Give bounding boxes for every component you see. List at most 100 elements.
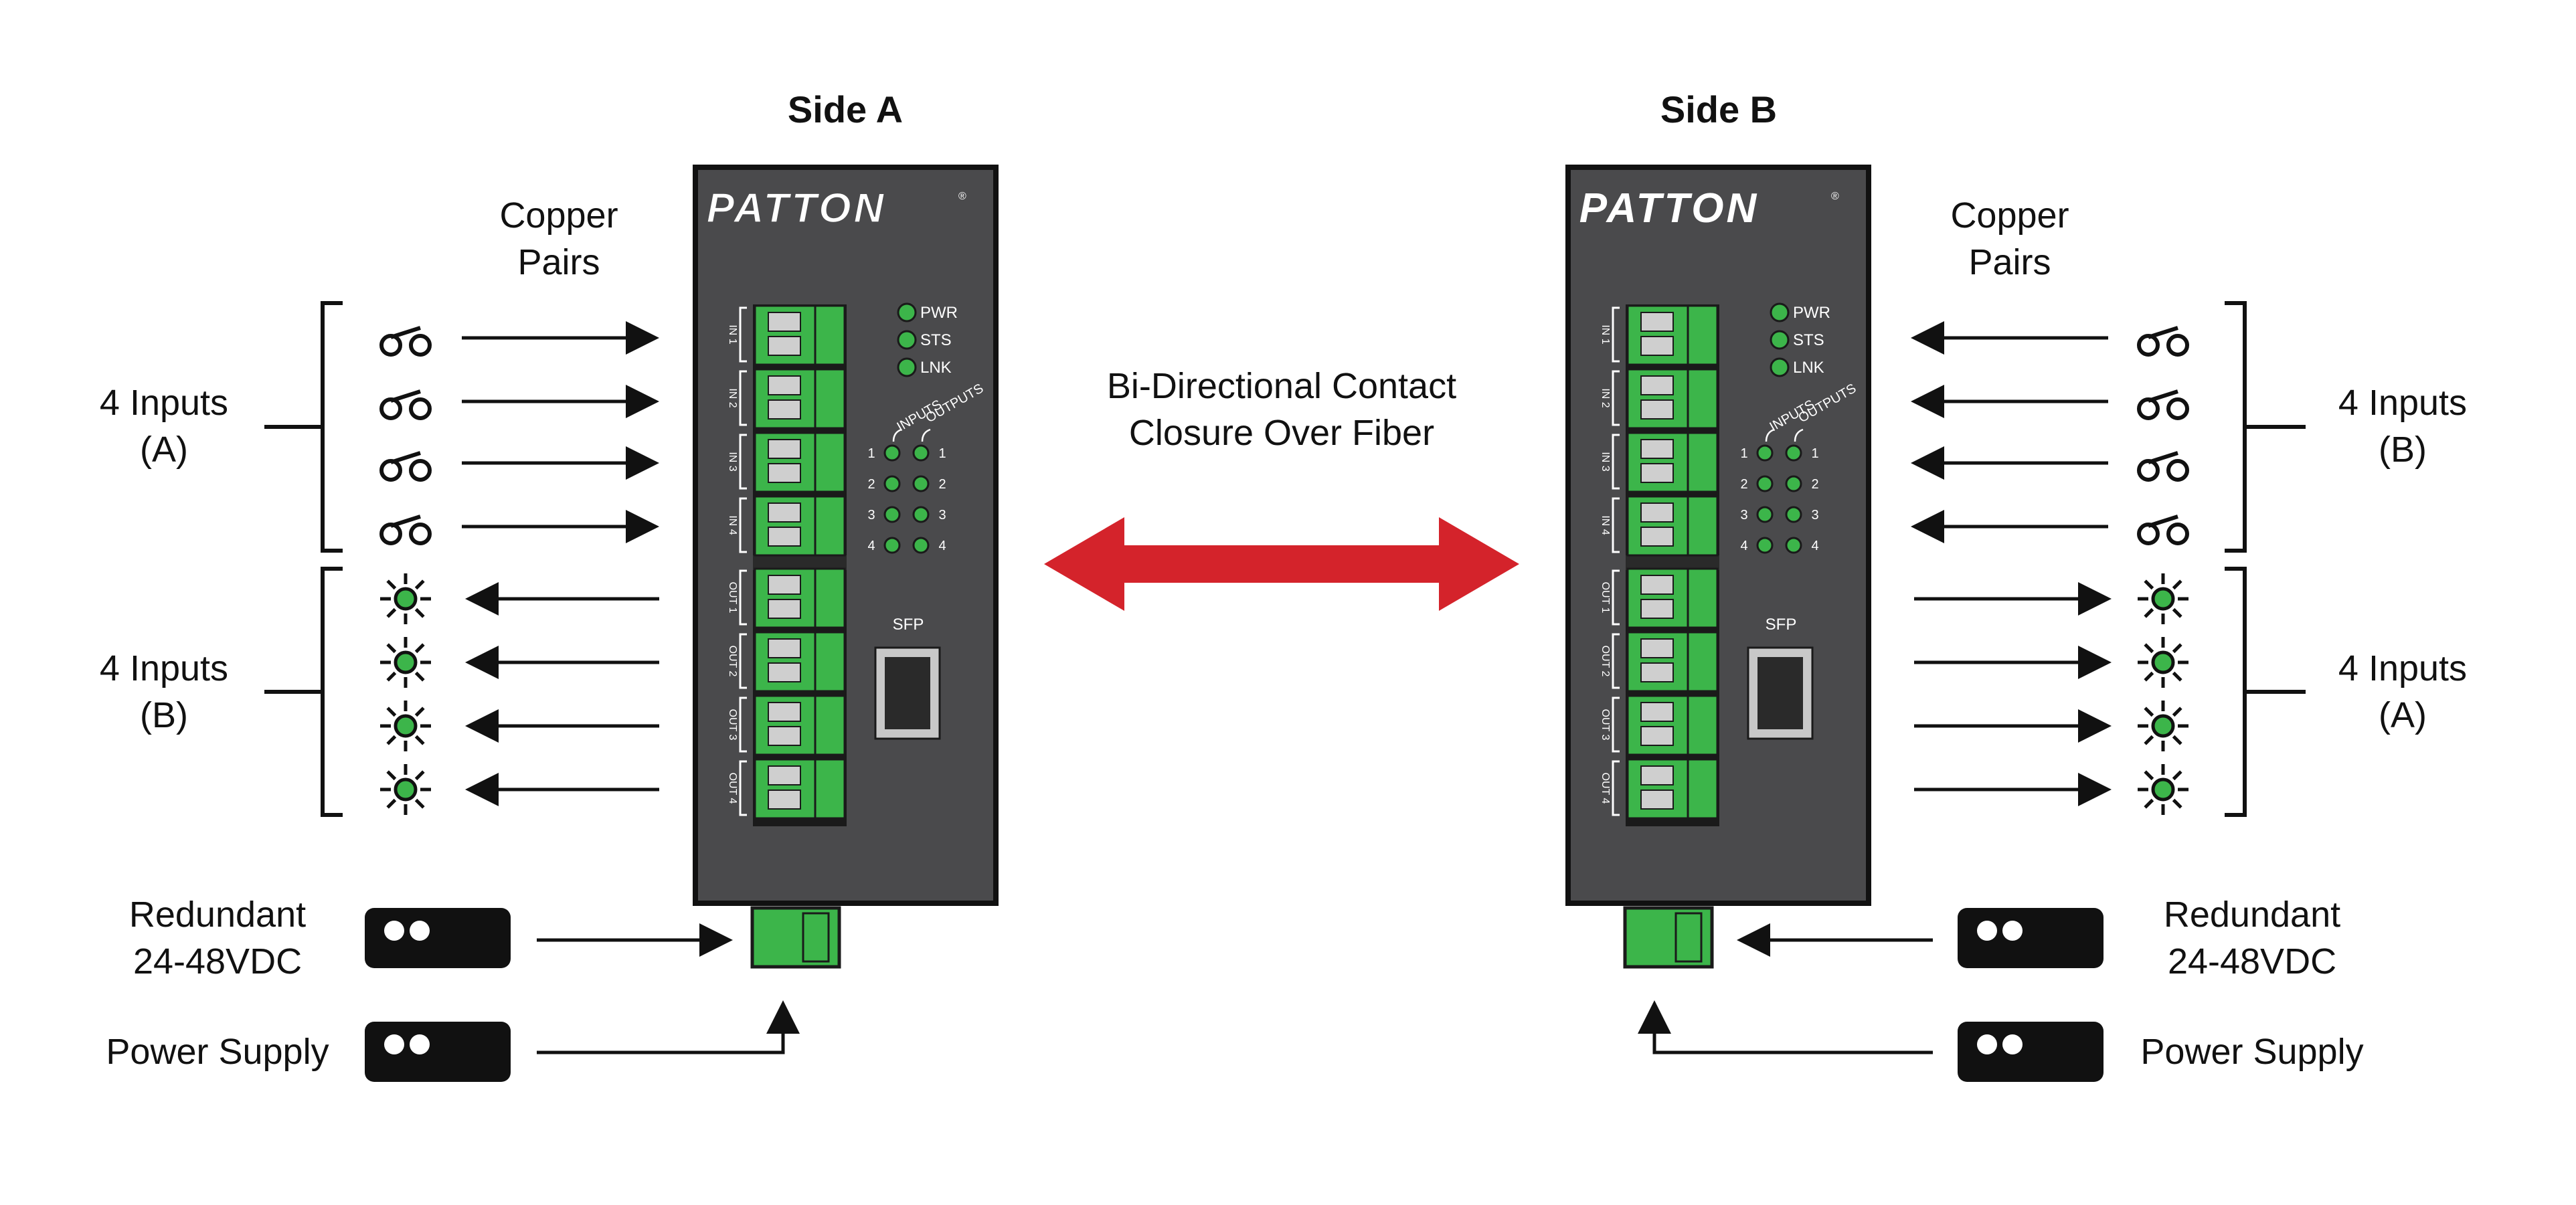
lamp-ray — [386, 707, 397, 717]
indicator-lamp-icon — [380, 701, 431, 751]
terminal-divider — [753, 555, 847, 570]
terminal-screw — [768, 312, 801, 332]
io-number-right: 3 — [938, 508, 946, 523]
terminal-lever — [1687, 694, 1719, 756]
side-a-copper-label-line2: Pairs — [517, 242, 600, 282]
lamp-ray — [386, 671, 397, 682]
side-a-title: Side A — [788, 88, 903, 130]
side-a-redundant-label-line2: 24-48VDC — [133, 941, 302, 982]
signal-arrow — [1638, 1000, 1933, 1054]
lamp-bulb — [2151, 587, 2175, 611]
lamp-ray — [2144, 707, 2154, 717]
terminal-lever — [1687, 368, 1719, 430]
input-led-3 — [1756, 506, 1774, 523]
terminal-screw — [1640, 439, 1674, 459]
terminal-screw — [1640, 575, 1674, 595]
terminal-screw — [1640, 599, 1674, 619]
led-pwr — [1770, 302, 1790, 322]
power-supply-icon — [365, 908, 511, 968]
terminal-bracket — [739, 370, 747, 426]
brand-logo: PATTON — [707, 185, 887, 231]
lamp-bulb — [394, 650, 418, 674]
terminal-lever — [814, 368, 846, 430]
side-a-redundant-label-line1: Redundant — [129, 895, 306, 935]
contact-switch-icon — [379, 451, 432, 482]
terminal-label: IN 3 — [1600, 452, 1611, 471]
lamp-bulb — [2151, 777, 2175, 802]
lamp-ray — [2172, 608, 2182, 618]
terminal-screw — [1640, 662, 1674, 682]
output-led-4 — [1785, 537, 1802, 554]
side-b-copper-label-line2: Pairs — [1968, 242, 2051, 282]
terminal-label: OUT 4 — [1600, 773, 1611, 804]
io-number-right: 1 — [1811, 446, 1818, 461]
switch-contact — [2166, 334, 2189, 357]
io-number-left: 4 — [867, 539, 875, 553]
terminal-label: OUT 1 — [727, 582, 738, 614]
terminal-lever — [814, 631, 846, 692]
output-led-2 — [1785, 475, 1802, 492]
switch-lever — [2148, 515, 2178, 528]
terminal-screw — [768, 599, 801, 619]
indicator-lamp-icon — [2138, 764, 2188, 815]
terminal-screw — [768, 463, 801, 483]
terminal-screw — [1640, 726, 1674, 746]
lamp-ray — [386, 608, 397, 618]
terminal-lever — [814, 495, 846, 557]
output-led-2 — [912, 475, 930, 492]
terminal-screw — [768, 726, 801, 746]
terminal-bracket — [1612, 569, 1620, 626]
terminal-label: OUT 3 — [1600, 709, 1611, 741]
terminal-screw — [768, 662, 801, 682]
input-led-4 — [1756, 537, 1774, 554]
lamp-ray — [2144, 798, 2154, 809]
side-a-power-connector — [750, 906, 841, 969]
registered-mark: ® — [958, 191, 966, 202]
indicator-lamp-icon — [380, 764, 431, 815]
lamp-bulb — [2151, 714, 2175, 738]
side-a-input-bracket — [264, 301, 343, 553]
terminal-bracket — [739, 697, 747, 753]
contact-switch-icon — [379, 326, 432, 357]
terminal-screw — [768, 336, 801, 356]
terminal-lever — [1687, 304, 1719, 366]
side-b-copper-label-line1: Copper — [1950, 195, 2069, 236]
terminal-label: OUT 2 — [1600, 646, 1611, 677]
io-number-left: 1 — [867, 446, 875, 461]
psu-terminal — [2002, 921, 2023, 941]
switch-contact — [409, 334, 432, 357]
psu-terminal — [410, 1034, 430, 1054]
side-b-output-bracket — [2225, 567, 2306, 817]
io-number-right: 3 — [1811, 508, 1818, 523]
terminal-screw — [768, 702, 801, 722]
indicator-lamp-icon — [380, 573, 431, 624]
input-led-1 — [1756, 444, 1774, 462]
lamp-ray — [414, 671, 425, 682]
terminal-bracket — [739, 497, 747, 553]
terminal-label: OUT 4 — [727, 773, 738, 804]
side-b-outputs-group-label-line1: 4 Inputs — [2338, 648, 2467, 688]
lamp-ray — [2144, 671, 2154, 682]
side-b-power-connector — [1623, 906, 1714, 969]
brand-logo: PATTON — [1579, 185, 1759, 231]
psu-body — [1958, 1022, 2103, 1082]
io-number-right: 1 — [938, 446, 946, 461]
terminal-bracket — [1612, 760, 1620, 816]
terminal-screw — [1640, 702, 1674, 722]
switch-contact — [409, 523, 432, 545]
terminal-label: OUT 3 — [727, 709, 738, 741]
terminal-screw — [1640, 765, 1674, 785]
registered-mark: ® — [1831, 191, 1839, 202]
terminal-bracket — [1612, 633, 1620, 689]
indicator-lamp-icon — [2138, 637, 2188, 688]
lamp-ray — [2144, 643, 2154, 654]
contact-switch-icon — [379, 389, 432, 420]
terminal-screw — [768, 439, 801, 459]
power-connector-latch — [1675, 912, 1703, 963]
lamp-ray — [414, 735, 425, 745]
led-sts — [897, 330, 917, 350]
input-led-2 — [883, 475, 901, 492]
center-caption-line1: Bi-Directional Contact — [1107, 366, 1456, 406]
